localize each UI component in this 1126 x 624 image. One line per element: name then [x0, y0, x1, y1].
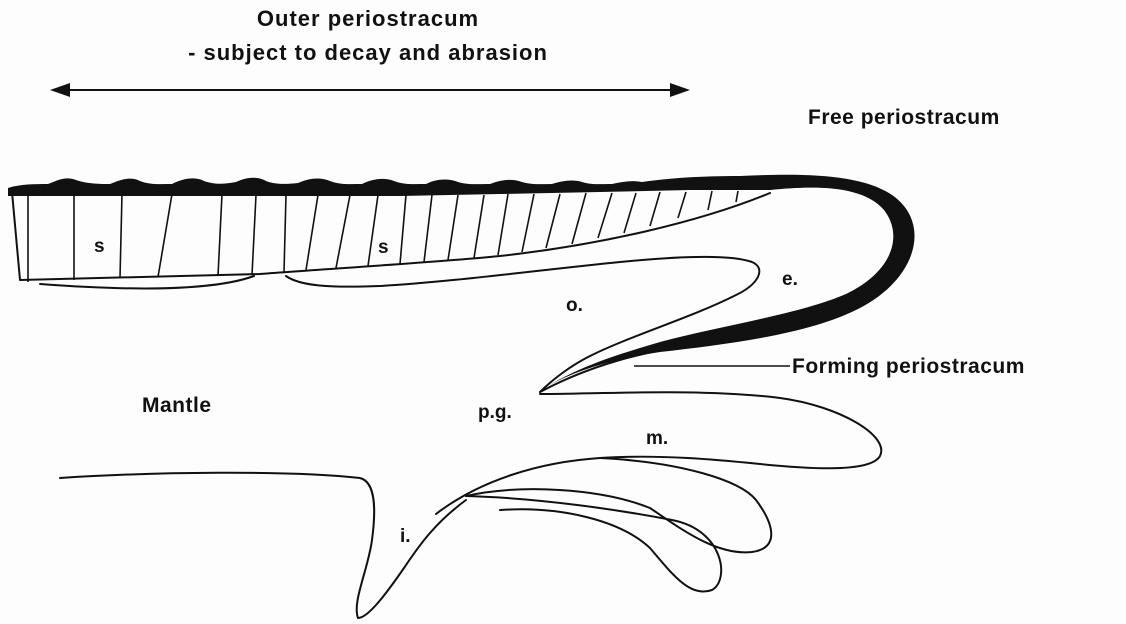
title-line-1: Outer periostracum — [257, 6, 479, 31]
label-e: e. — [782, 269, 798, 290]
prismatic-shell-layer — [12, 191, 770, 282]
extent-arrow — [50, 83, 690, 97]
forming-periostracum-label: Forming periostracum — [792, 355, 1025, 378]
mantle-label: Mantle — [142, 394, 212, 417]
label-pg: p.g. — [478, 402, 512, 423]
label-s-right: s — [378, 237, 389, 258]
label-s-left: s — [94, 236, 105, 257]
label-o: o. — [566, 295, 583, 316]
label-i: i. — [400, 526, 411, 547]
outer-periostracum-band — [8, 176, 840, 196]
free-periostracum-label: Free periostracum — [808, 106, 1000, 129]
label-m: m. — [646, 428, 668, 449]
mantle-folds — [60, 392, 881, 618]
title-line-2: - subject to decay and abrasion — [188, 40, 548, 65]
